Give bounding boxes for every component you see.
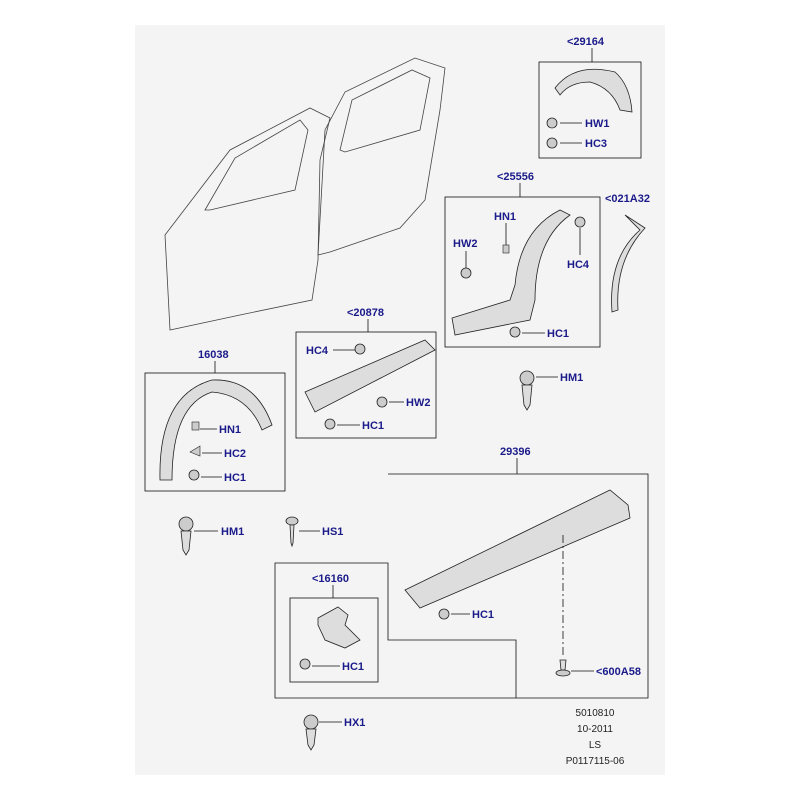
group-29164-box	[538, 61, 642, 159]
footer-date: 10-2011	[577, 724, 613, 735]
label-hm1-b: HM1	[221, 526, 244, 538]
group-20878-header: <20878	[347, 307, 384, 319]
group-16160-box	[289, 597, 379, 683]
label-hm1-a: HM1	[560, 372, 583, 384]
group-29396-box	[274, 473, 649, 699]
group-20878-box	[295, 331, 437, 439]
label-hc4-a: HC4	[567, 259, 590, 271]
label-hw2-b: HW2	[406, 397, 430, 409]
label-hs1: HS1	[322, 526, 343, 538]
label-hw1: HW1	[585, 118, 609, 130]
clip-hx1	[303, 714, 319, 751]
door-outlines	[164, 57, 446, 331]
label-hc1-a: HC1	[547, 328, 569, 340]
group-25556-box	[444, 196, 601, 348]
footer-ref: P0117115-06	[565, 756, 625, 767]
label-hn1-b: HN1	[219, 424, 241, 436]
group-29396-header: 29396	[500, 446, 531, 458]
label-hc1-c: HC1	[224, 472, 246, 484]
footer-code: 5010810	[575, 708, 615, 719]
label-hc1-b: HC1	[362, 420, 384, 432]
screw-600A58	[555, 659, 571, 677]
group-16038-box	[144, 372, 286, 492]
label-hc2: HC2	[224, 448, 246, 460]
clip-hm1-b	[178, 516, 194, 556]
label-hc1-e: HC1	[342, 661, 364, 673]
label-hn1-a: HN1	[494, 211, 516, 223]
label-hc4-b: HC4	[306, 345, 329, 357]
seal-021A32	[611, 214, 646, 313]
footer-model: LS	[588, 740, 602, 751]
diagram-panel	[135, 25, 665, 775]
label-600A58: <600A58	[596, 666, 641, 678]
label-hc3: HC3	[585, 138, 607, 150]
label-hw2-a: HW2	[453, 238, 477, 250]
bracket-16160	[317, 606, 361, 649]
group-25556-header: <25556	[497, 171, 534, 183]
group-021A32-header: <021A32	[605, 193, 650, 205]
door-moulding-20878	[304, 339, 436, 413]
wheel-arch-moulding-29164	[554, 68, 633, 113]
clip-hm1-a	[519, 370, 535, 411]
side-sill-29396	[404, 489, 631, 609]
label-hc1-d: HC1	[472, 609, 494, 621]
label-hx1: HX1	[344, 717, 365, 729]
arch-sill-moulding-25556	[451, 209, 571, 336]
group-29164-header: <29164	[567, 36, 605, 48]
screw-hs1	[285, 516, 299, 548]
wheel-arch-moulding-16038	[159, 379, 273, 481]
group-16038-header: 16038	[198, 349, 229, 361]
group-16160-header: <16160	[312, 573, 349, 585]
